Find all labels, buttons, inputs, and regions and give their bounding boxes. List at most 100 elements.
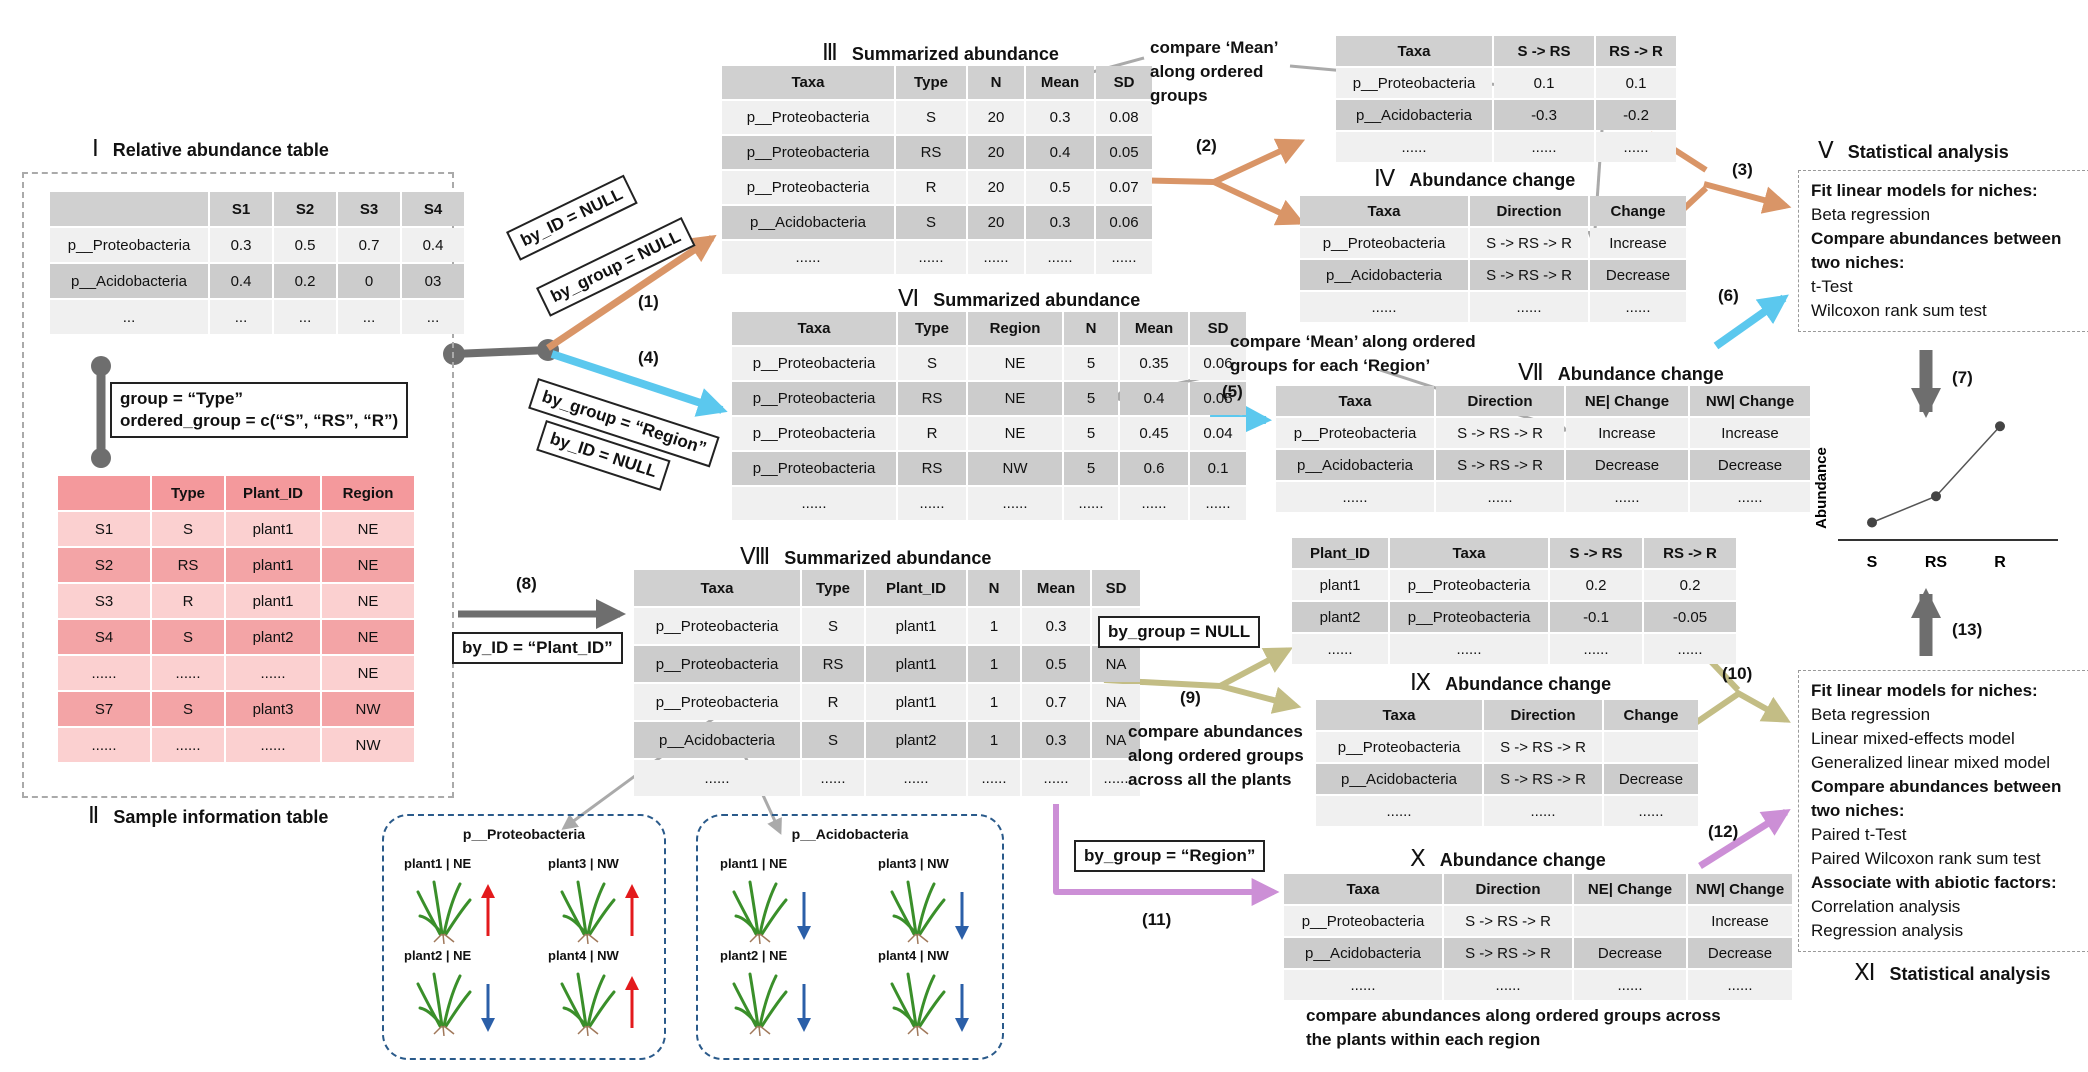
table-cell: 20 [968, 171, 1024, 204]
plant-leaf [444, 990, 472, 1028]
plant-root [916, 933, 919, 944]
table-cell: 0.5 [274, 228, 336, 262]
table-cell: NW| Change [1690, 386, 1810, 416]
stat-line: t-Test [1811, 277, 1853, 296]
arrow-step-2-down [1212, 179, 1306, 226]
table-cell: Plant_ID [1292, 538, 1388, 568]
table-cell: Taxa [634, 570, 800, 606]
table-row: ........................ [1284, 970, 1792, 1000]
table-cell: Mean [1022, 570, 1090, 606]
table-cell: Increase [1566, 418, 1688, 448]
table-cell: ...... [226, 728, 320, 762]
plant-label: plant3 | NW [548, 856, 619, 871]
stat-line: Regression analysis [1811, 921, 1964, 940]
table-cell: Decrease [1690, 450, 1810, 480]
plant-icon [560, 880, 639, 944]
table-cell: RS -> R [1596, 36, 1676, 66]
arrow-down-icon [797, 926, 811, 940]
table-cell: S [896, 206, 966, 239]
stat-line: Fit linear models for niches: [1811, 181, 2038, 200]
table-cell: ...... [1590, 292, 1686, 322]
table-cell: ...... [1596, 132, 1676, 162]
statistical-analysis-box-5: Fit linear models for niches:Beta regres… [1798, 170, 2088, 332]
plant-label: plant1 | NE [404, 856, 472, 871]
table-cell: NE [322, 512, 414, 546]
table-cell: ... [210, 300, 272, 334]
table-cell: 0.1 [1190, 452, 1246, 485]
table-cell: ...... [1300, 292, 1468, 322]
table-cell: Taxa [1336, 36, 1492, 66]
panel-title: p__Proteobacteria [462, 826, 586, 842]
table-cell: p__Proteobacteria [732, 347, 896, 380]
stat-line: Paired t-Test [1811, 825, 1907, 844]
plant-leaf [918, 990, 946, 1028]
table-cell: -0.1 [1550, 602, 1642, 632]
step-label-12: (12) [1708, 822, 1739, 841]
step-label-5: (5) [1222, 382, 1243, 401]
table-cell: 0.2 [1644, 570, 1736, 600]
table-cell: ...... [1436, 482, 1564, 512]
table-cell: p__Proteobacteria [634, 684, 800, 720]
table-cell: Change [1590, 196, 1686, 226]
table-cell: 5 [1064, 382, 1118, 415]
plant-leaf [418, 1006, 444, 1028]
table-cell: Region [322, 476, 414, 510]
hub-dot [537, 339, 559, 361]
table-cell: 20 [968, 101, 1024, 134]
table-cell: Decrease [1566, 450, 1688, 480]
step-label-6: (6) [1718, 286, 1739, 305]
table-cell: 0.4 [210, 264, 272, 298]
table-cell: 0.1 [1596, 68, 1676, 98]
table-cell: NE [968, 382, 1062, 415]
plant-leaf [432, 972, 444, 1028]
table-cell: Increase [1688, 906, 1792, 936]
hub-line [453, 346, 549, 358]
step-label-1: (1) [638, 292, 659, 311]
table-cell: plant1 [866, 646, 966, 682]
table-cell: Increase [1690, 418, 1810, 448]
table-cell: 1 [968, 646, 1020, 682]
chart-tick-label: S [1867, 554, 1878, 571]
plant-leaf [906, 972, 918, 1028]
table-cell: plant3 [226, 692, 320, 726]
plant-root [907, 1025, 917, 1035]
plant-root [442, 933, 445, 944]
plant-leaf [442, 882, 462, 936]
table-cell: Type [896, 66, 966, 99]
table-cell: Type [898, 312, 966, 345]
table-cell: Taxa [1276, 386, 1434, 416]
table-cell: ...... [152, 656, 224, 690]
table-cell: Taxa [732, 312, 896, 345]
table-cell: ...... [1484, 796, 1602, 826]
table-cell: ...... [1284, 970, 1442, 1000]
plant-root [917, 933, 929, 943]
note-compare-region: compare abundances along ordered groups … [1306, 1006, 1721, 1049]
plant-root [917, 1025, 929, 1035]
table-cell: ...... [1690, 482, 1810, 512]
table-cell [50, 192, 208, 226]
table-cell: N [968, 66, 1024, 99]
chart-tick-label: RS [1925, 554, 1948, 571]
plant-leaf [562, 1006, 588, 1028]
table-cell: NA [1092, 722, 1140, 758]
table-cell: p__Proteobacteria [634, 646, 800, 682]
table-cell: Region [968, 312, 1062, 345]
statistical-analysis-box-11: Fit linear models for niches:Beta regres… [1798, 670, 2088, 952]
plant-leaf [444, 898, 472, 936]
table-cell: 0.1 [1494, 68, 1594, 98]
table-cell: ...... [152, 728, 224, 762]
table-cell: NW| Change [1688, 874, 1792, 904]
